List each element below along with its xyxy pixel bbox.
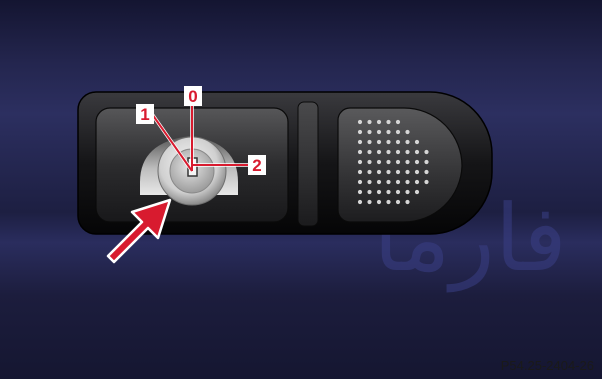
- texture-dot: [386, 120, 390, 124]
- figure-reference: P54.25-2404-26: [501, 358, 594, 373]
- texture-dot: [415, 140, 419, 144]
- texture-dot: [386, 190, 390, 194]
- texture-dot: [358, 140, 362, 144]
- texture-dot: [396, 140, 400, 144]
- texture-dot: [367, 190, 371, 194]
- texture-dot: [396, 150, 400, 154]
- separator-slot: [298, 102, 318, 226]
- position-label-2: 2: [248, 155, 266, 175]
- texture-dot: [396, 180, 400, 184]
- texture-dot: [386, 130, 390, 134]
- texture-dot: [367, 180, 371, 184]
- texture-dot: [377, 160, 381, 164]
- texture-dot: [386, 140, 390, 144]
- texture-dot: [396, 160, 400, 164]
- texture-dot: [405, 170, 409, 174]
- texture-dot: [358, 160, 362, 164]
- texture-dot: [386, 150, 390, 154]
- texture-dot: [405, 140, 409, 144]
- texture-dot: [415, 180, 419, 184]
- texture-dot: [367, 140, 371, 144]
- position-label-0: 0: [184, 86, 202, 106]
- texture-dot: [377, 140, 381, 144]
- texture-dot: [377, 130, 381, 134]
- texture-dot: [405, 150, 409, 154]
- texture-dot: [377, 200, 381, 204]
- position-label-1: 1: [136, 104, 154, 124]
- texture-dot: [415, 190, 419, 194]
- texture-dot: [358, 170, 362, 174]
- release-button[interactable]: [338, 108, 462, 222]
- texture-dot: [367, 160, 371, 164]
- texture-dot: [386, 200, 390, 204]
- texture-dot: [367, 170, 371, 174]
- texture-dot: [405, 190, 409, 194]
- texture-dot: [405, 160, 409, 164]
- texture-dot: [396, 190, 400, 194]
- texture-dot: [358, 200, 362, 204]
- texture-dot: [367, 130, 371, 134]
- texture-dot: [405, 130, 409, 134]
- texture-dot: [358, 190, 362, 194]
- texture-dot: [358, 120, 362, 124]
- texture-dot: [358, 150, 362, 154]
- svg-text:2: 2: [252, 156, 261, 175]
- texture-dot: [377, 120, 381, 124]
- texture-dot: [386, 180, 390, 184]
- texture-dot: [396, 170, 400, 174]
- texture-dot: [405, 180, 409, 184]
- texture-dot: [424, 180, 428, 184]
- texture-dot: [358, 180, 362, 184]
- texture-dot: [396, 120, 400, 124]
- texture-dot: [377, 180, 381, 184]
- texture-dot: [405, 200, 409, 204]
- texture-dot: [415, 160, 419, 164]
- texture-dot: [367, 120, 371, 124]
- texture-dot: [396, 200, 400, 204]
- texture-dot: [358, 130, 362, 134]
- texture-dot: [377, 150, 381, 154]
- texture-dot: [424, 170, 428, 174]
- svg-text:0: 0: [188, 87, 197, 106]
- texture-dot: [367, 200, 371, 204]
- texture-dot: [377, 170, 381, 174]
- texture-dot: [367, 150, 371, 154]
- texture-dot: [396, 130, 400, 134]
- texture-dot: [424, 160, 428, 164]
- texture-dot: [415, 170, 419, 174]
- svg-text:1: 1: [140, 105, 149, 124]
- texture-dot: [386, 160, 390, 164]
- texture-dot: [386, 170, 390, 174]
- texture-dot: [424, 150, 428, 154]
- texture-dot: [415, 150, 419, 154]
- texture-dot: [377, 190, 381, 194]
